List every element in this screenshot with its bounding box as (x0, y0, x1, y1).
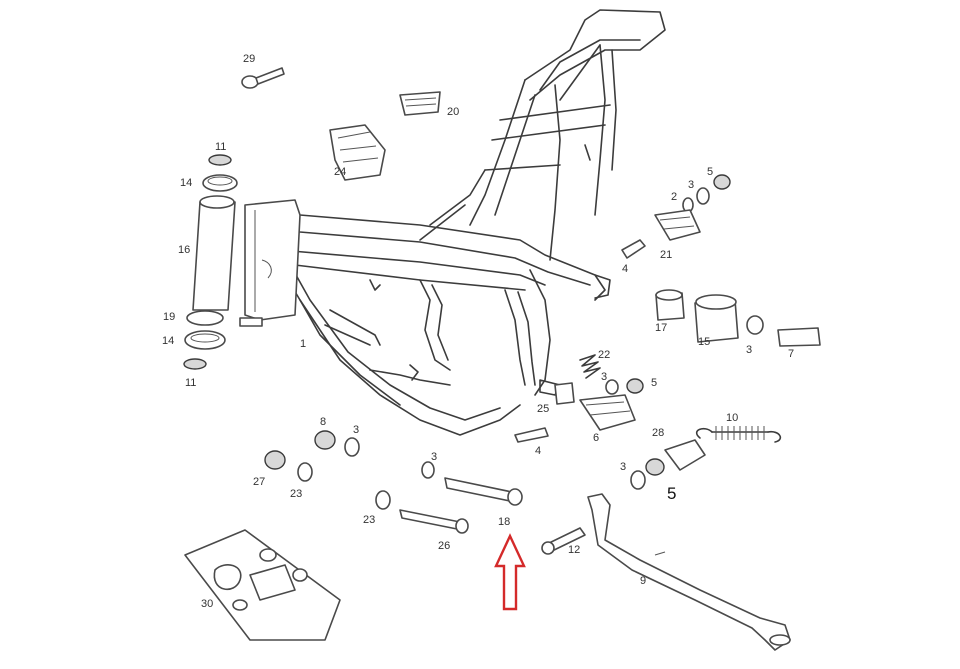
label-26: 26 (438, 540, 450, 552)
spring-22 (579, 354, 601, 379)
label-23-upper: 23 (290, 488, 302, 500)
part-labels: 29 20 24 11 14 16 19 14 11 1 5 3 2 21 4 … (162, 53, 794, 610)
label-11-bottom: 11 (185, 377, 196, 389)
label-20: 20 (447, 106, 459, 118)
label-3-mid: 3 (746, 344, 752, 356)
label-10: 10 (726, 412, 738, 424)
label-4-top: 4 (622, 263, 628, 275)
label-4-center: 4 (535, 445, 541, 457)
footrest-24 (329, 124, 386, 181)
label-7: 7 (788, 348, 794, 360)
label-27: 27 (253, 476, 265, 488)
pin-18 (444, 477, 516, 503)
washer-3 (746, 315, 764, 335)
tube-16 (192, 201, 236, 311)
sidestand-bracket (630, 439, 706, 490)
bolt-7 (777, 327, 821, 347)
label-5-top: 5 (707, 166, 713, 178)
label-1: 1 (300, 338, 306, 350)
label-3-bolt: 3 (431, 451, 437, 463)
bolt-4 (621, 239, 646, 259)
nut-11-top (208, 154, 232, 166)
label-30: 30 (201, 598, 213, 610)
footrest-20 (399, 91, 441, 116)
sidestand-9 (587, 493, 791, 651)
label-16: 16 (178, 244, 190, 256)
center-fasteners (264, 427, 586, 555)
seal-19 (186, 310, 224, 326)
up-arrow-icon (494, 533, 526, 611)
label-12: 12 (568, 544, 580, 556)
steering-bearing-stack (183, 154, 238, 370)
key-29 (241, 67, 285, 89)
label-3-top: 3 (688, 179, 694, 191)
bolt-4-center (514, 427, 549, 443)
main-frame (239, 9, 666, 436)
label-3-lower: 3 (601, 371, 607, 383)
label-24: 24 (334, 166, 346, 178)
footrest-6 (579, 394, 636, 431)
bolt-26 (399, 509, 463, 531)
label-3-right: 3 (620, 461, 626, 473)
nut-11-bottom (183, 358, 207, 370)
label-5-mid: 5 (651, 377, 657, 389)
label-18: 18 (498, 516, 510, 528)
label-14-top: 14 (180, 177, 192, 189)
label-2: 2 (671, 191, 677, 203)
bearing-14-top (202, 174, 238, 192)
label-5-large: 5 (667, 484, 676, 503)
label-29: 29 (243, 53, 255, 65)
bush-25 (554, 382, 575, 405)
label-21: 21 (660, 249, 672, 261)
label-17: 17 (655, 322, 667, 334)
label-6: 6 (593, 432, 599, 444)
spring-10 (695, 426, 782, 443)
lower-footrest-cluster (554, 354, 644, 431)
footrest-21 (654, 209, 701, 241)
label-8: 8 (320, 416, 326, 428)
right-footrest-cluster (621, 174, 731, 259)
label-15: 15 (698, 336, 710, 348)
label-11-top: 11 (215, 141, 226, 153)
inset-kit-30 (184, 529, 341, 641)
label-28: 28 (652, 427, 664, 439)
plate-28 (664, 439, 706, 471)
label-19: 19 (163, 311, 175, 323)
label-9: 9 (640, 575, 646, 587)
label-14-bottom: 14 (162, 335, 174, 347)
label-23-lower: 23 (363, 514, 375, 526)
label-22: 22 (598, 349, 610, 361)
spacer-cluster (655, 289, 821, 347)
label-25: 25 (537, 403, 549, 415)
label-3-center: 3 (353, 424, 359, 436)
